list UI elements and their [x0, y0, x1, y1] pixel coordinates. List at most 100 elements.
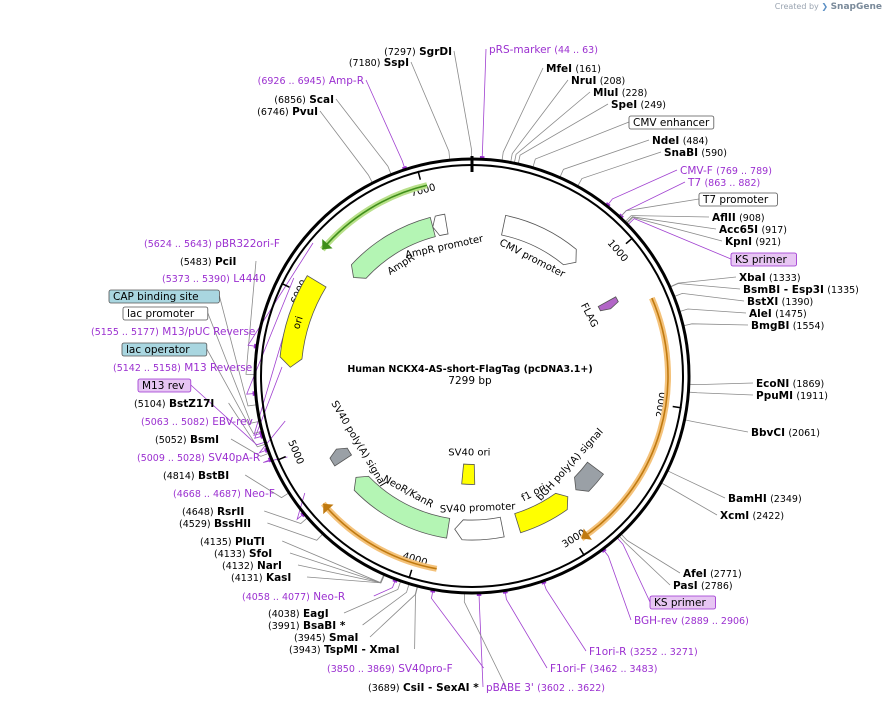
site-name: PpuMI — [756, 390, 793, 402]
site-name: BamHI — [728, 493, 767, 505]
site-label-xcmi[interactable]: XcmI (2422) — [720, 510, 784, 522]
site-label-econi[interactable]: EcoNI (1869) — [756, 378, 824, 390]
feature-cmv-promoter[interactable] — [501, 214, 577, 266]
site-label-bgh-rev[interactable]: BGH-rev (2889 .. 2906) — [634, 615, 749, 627]
site-label-eagi[interactable]: (4038) EagI — [268, 608, 329, 620]
feature-neor-kanr[interactable] — [353, 475, 451, 539]
site-label-acc65i[interactable]: Acc65I (917) — [719, 224, 787, 236]
site-label-ndei[interactable]: NdeI (484) — [652, 135, 708, 147]
site-label-neo-f[interactable]: (4668 .. 4687) Neo-F — [173, 488, 275, 500]
feature-ampr-promoter[interactable] — [432, 213, 449, 237]
site-label-bstbi[interactable]: (4814) BstBI — [163, 470, 229, 482]
site-label-m13-rev[interactable]: M13 rev — [137, 378, 192, 393]
tick-label: 5000 — [285, 439, 305, 467]
site-label-sgrdi[interactable]: (7297) SgrDI — [384, 46, 452, 58]
site-label-t7-promoter[interactable]: T7 promoter — [698, 192, 778, 207]
site-label-cmv-f[interactable]: CMV-F (769 .. 789) — [680, 165, 772, 177]
site-label-text: BamHI (2349) — [728, 493, 802, 505]
leader-line — [207, 312, 259, 424]
site-label-prs-marker[interactable]: pRS-marker (44 .. 63) — [489, 44, 598, 56]
site-label-afei[interactable]: AfeI (2771) — [683, 568, 742, 580]
site-label-t7[interactable]: T7 (863 .. 882) — [687, 177, 760, 189]
site-label-scai[interactable]: (6856) ScaI — [274, 94, 334, 106]
feature-flag[interactable] — [597, 296, 619, 312]
site-label-ebv-rev[interactable]: (5063 .. 5082) EBV-rev — [141, 416, 253, 428]
site-label-ks-primer[interactable]: KS primer — [649, 595, 716, 610]
site-label-xbai[interactable]: XbaI (1333) — [739, 272, 801, 284]
feature-bgh-poly-a-signal[interactable] — [574, 461, 605, 492]
feature-sv40-poly-a-signal[interactable] — [329, 447, 353, 467]
site-label-rsrii[interactable]: (4648) RsrII — [182, 506, 244, 518]
site-label-lac-promoter[interactable]: lac promoter — [122, 306, 209, 321]
site-label-kasi[interactable]: (4131) KasI — [231, 572, 291, 584]
site-label-pbr322ori-f[interactable]: (5624 .. 5643) pBR322ori-F — [144, 238, 280, 250]
site-label-neo-r[interactable]: (4058 .. 4077) Neo-R — [242, 591, 345, 603]
orf-line — [322, 503, 437, 570]
site-label-mfei[interactable]: MfeI (161) — [546, 63, 601, 75]
site-name: F1ori-R — [589, 646, 626, 658]
feature-sv40-ori[interactable] — [461, 463, 476, 485]
site-label-smai[interactable]: (3945) SmaI — [294, 632, 358, 644]
site-label-sspi[interactable]: (7180) SspI — [349, 57, 409, 69]
site-label-ppumi[interactable]: PpuMI (1911) — [756, 390, 828, 402]
site-label-sv40pa-r[interactable]: (5009 .. 5028) SV40pA-R — [137, 452, 260, 464]
site-position: (5104) — [134, 399, 166, 410]
site-label-bstz17i[interactable]: (5104) BstZ17I — [134, 398, 214, 410]
feature-ori[interactable] — [279, 275, 327, 368]
site-position: (5052) — [155, 435, 187, 446]
site-label-l4440[interactable]: (5373 .. 5390) L4440 — [162, 273, 266, 285]
site-label-f1ori-r[interactable]: F1ori-R (3252 .. 3271) — [589, 646, 698, 658]
site-label-sfoi[interactable]: (4133) SfoI — [214, 548, 272, 560]
leader-line — [510, 79, 569, 162]
site-label-lac-operator[interactable]: lac operator — [121, 342, 208, 357]
site-label-pasi[interactable]: PasI (2786) — [673, 580, 733, 592]
site-label-nari[interactable]: (4132) NarI — [222, 560, 282, 572]
site-label-mlui[interactable]: MluI (228) — [593, 87, 647, 99]
site-label-m13-reverse[interactable]: (5142 .. 5158) M13 Reverse — [113, 362, 252, 374]
feature-sv40-promoter[interactable] — [454, 516, 505, 541]
site-label-bsshii[interactable]: (4529) BssHII — [179, 518, 251, 530]
site-name: CMV enhancer — [633, 117, 710, 129]
site-name: AfeI — [683, 568, 707, 580]
site-name: XbaI — [739, 272, 766, 284]
site-label-ks-primer[interactable]: KS primer — [730, 252, 797, 267]
site-label-nrui[interactable]: NruI (208) — [571, 75, 625, 87]
leader-line — [258, 420, 286, 454]
site-label-pcii[interactable]: (5483) PciI — [180, 256, 236, 268]
site-name: KasI — [266, 572, 291, 584]
site-label-cap-binding-site[interactable]: CAP binding site — [108, 289, 220, 304]
site-label-pvui[interactable]: (6746) PvuI — [257, 106, 318, 118]
site-name: BsaBI * — [303, 620, 346, 632]
site-label-amp-r[interactable]: (6926 .. 6945) Amp-R — [258, 75, 364, 87]
site-name: M13 rev — [142, 380, 185, 392]
site-label-tspmi-xmai[interactable]: (3943) TspMI - XmaI — [289, 644, 400, 656]
site-label-m13-puc-reverse[interactable]: (5155 .. 5177) M13/pUC Reverse — [91, 326, 255, 338]
feature-f1-ori[interactable] — [514, 492, 569, 534]
site-name: BmgBI — [751, 320, 789, 332]
site-label-bbvci[interactable]: BbvCI (2061) — [751, 427, 820, 439]
feature-label: SV40 ori — [448, 447, 490, 458]
site-label-bmgbi[interactable]: BmgBI (1554) — [751, 320, 824, 332]
site-name: KpnI — [725, 236, 752, 248]
site-label-sv40pro-f[interactable]: (3850 .. 3869) SV40pro-F — [327, 663, 453, 675]
site-label-cmv-enhancer[interactable]: CMV enhancer — [628, 115, 715, 130]
primer-site — [601, 548, 607, 553]
site-label-snabi[interactable]: SnaBI (590) — [664, 147, 727, 159]
site-label-bsabi-[interactable]: (3991) BsaBI * — [268, 620, 346, 632]
site-position: (5373 .. 5390) — [162, 274, 230, 285]
site-label-bstxi[interactable]: BstXI (1390) — [747, 296, 813, 308]
site-label-f1ori-f[interactable]: F1ori-F (3462 .. 3483) — [550, 663, 657, 675]
site-label-csii-sexai-[interactable]: (3689) CsiI - SexAI * — [368, 682, 479, 694]
site-position: (2771) — [710, 569, 742, 580]
site-label-bsmi[interactable]: (5052) BsmI — [155, 434, 219, 446]
site-label-pbabe-3-[interactable]: pBABE 3' (3602 .. 3622) — [486, 682, 605, 694]
site-label-spei[interactable]: SpeI (249) — [611, 99, 666, 111]
site-label-bsmbi-esp3i[interactable]: BsmBI - Esp3I (1335) — [743, 284, 859, 296]
site-label-alei[interactable]: AleI (1475) — [749, 308, 807, 320]
site-label-aflii[interactable]: AflII (908) — [712, 212, 765, 224]
site-label-kpni[interactable]: KpnI (921) — [725, 236, 781, 248]
site-label-pluti[interactable]: (4135) PluTI — [200, 536, 265, 548]
site-label-bamhi[interactable]: BamHI (2349) — [728, 493, 802, 505]
site-label-text: (4133) SfoI — [214, 548, 272, 560]
site-position: (2889 .. 2906) — [681, 616, 749, 627]
